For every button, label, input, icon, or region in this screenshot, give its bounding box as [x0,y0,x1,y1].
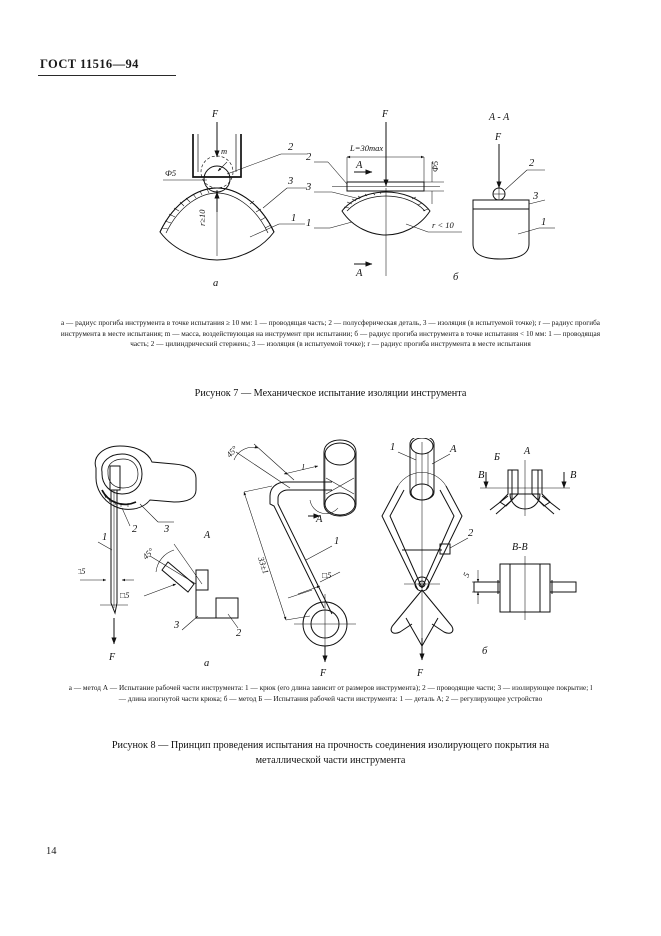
figure-7b-part-1: 1 [306,218,311,229]
figure-8a-part-3: 3 [163,524,169,535]
figure-7-drawing: F m Ф5 2 [155,104,595,299]
figure-8a-square-label-2: □5 [120,590,129,600]
figure-8a-force-label: F [108,652,116,663]
figure-7a-diameter-label: Ф5 [165,168,176,178]
figure-8b-force-label: F [416,668,424,678]
figure-8-mid-angle-label: 45° [224,443,240,459]
figure-8-drawing: 2 3 1 □5 F A [78,438,598,678]
figure-8b-method-label: Б [493,452,500,463]
figure-7-sublabel-a: а [213,278,218,289]
figure-8-sublabel-b: б [482,646,488,657]
figure-8-title-line-1: Рисунок 8 — Принцип проведения испытания… [111,740,550,751]
figure-7-section-aa: A - A F 2 3 1 [472,112,555,260]
figure-7-aa-part-3: 3 [532,191,538,202]
figure-7-aa-part-2: 2 [529,158,535,169]
figure-7-caption: а — радиус прогиба инструмента в точке и… [60,319,601,349]
figure-7-aa-force-label: F [494,132,502,143]
standard-header: ГОСТ 11516—94 [40,57,139,71]
figure-7b-part-2: 2 [306,152,312,163]
figure-8a-view-a-label: A [203,530,211,541]
figure-7b-section-a-top: A [355,160,363,171]
header-rule [38,75,176,76]
figure-7-sublabel-b: б [453,272,459,283]
figure-7b-part-3: 3 [305,182,311,193]
figure-8b-view-a: A [449,444,457,455]
figure-8-section-bb-label: В-В [512,542,528,553]
figure-8-detail-view-a: A В В [478,446,577,516]
figure-8a-square-label: □5 [78,566,85,576]
figure-7a-force-label: F [211,109,219,120]
figure-7-aa-part-1: 1 [541,217,546,228]
figure-8b-part-2: 2 [468,528,474,539]
figure-8a-angle-label: 45° [140,546,156,562]
figure-7-title: Рисунок 7 — Механическое испытание изоля… [194,388,467,399]
figure-7b-radius-label: r < 10 [432,220,455,230]
figure-8-mid-len-label: l [302,462,305,472]
figure-8a-part-1: 1 [102,532,107,543]
figure-8-caption: а — метод А — Испытание рабочей части ин… [68,684,593,703]
figure-8-section-b-left: В [478,470,485,481]
figure-8-mid-square-label: □5 [322,570,331,580]
figure-8-sublabel-a: а [204,658,209,669]
figure-8b-part-1: 1 [390,442,395,453]
figure-8-view-middle: A l 45° 33±1 1 □5 [224,439,357,678]
figure-8-mid-part-1: 1 [334,536,339,547]
figure-8-view-b: 1 A Б 2 [381,438,500,678]
figure-8-section-bb: В-В 5 [461,542,577,620]
figure-7-view-b: F L=30max A Ф5 [305,109,462,283]
figure-8-view-a: 2 3 1 □5 F A [78,445,242,669]
figure-7a-part-1: 1 [291,213,296,224]
figure-7a-part-2: 2 [288,142,294,153]
figure-8a-detail-part-2: 2 [236,628,242,639]
figure-8-title-line-2: металлической части инструмента [255,755,406,766]
page-number: 14 [46,846,57,857]
figure-7b-length-label: L=30max [349,143,383,153]
figure-7a-part-3: 3 [287,176,293,187]
figure-8-mid-dim-label: 33±1 [256,555,271,576]
figure-8-detail-a-label: A [523,446,531,457]
figure-8-mid-view-a: A [315,514,323,525]
figure-7-section-aa-label: A - A [488,112,510,123]
figure-8a-part-2: 2 [132,524,138,535]
figure-8-section-b-right: В [570,470,577,481]
figure-8-dim-5-label: 5 [461,571,472,579]
figure-7a-mass-label: m [221,146,227,156]
figure-8-mid-force-label: F [319,668,327,678]
figure-7b-diameter-label: Ф5 [430,161,440,172]
figure-7-view-a: F m Ф5 2 [159,109,307,289]
figure-8a-detail-part-3: 3 [173,620,179,631]
figure-7a-radius-label: r≥10 [197,209,207,226]
figure-7b-force-label: F [381,109,389,120]
figure-7b-section-a-bottom: A [355,268,363,279]
